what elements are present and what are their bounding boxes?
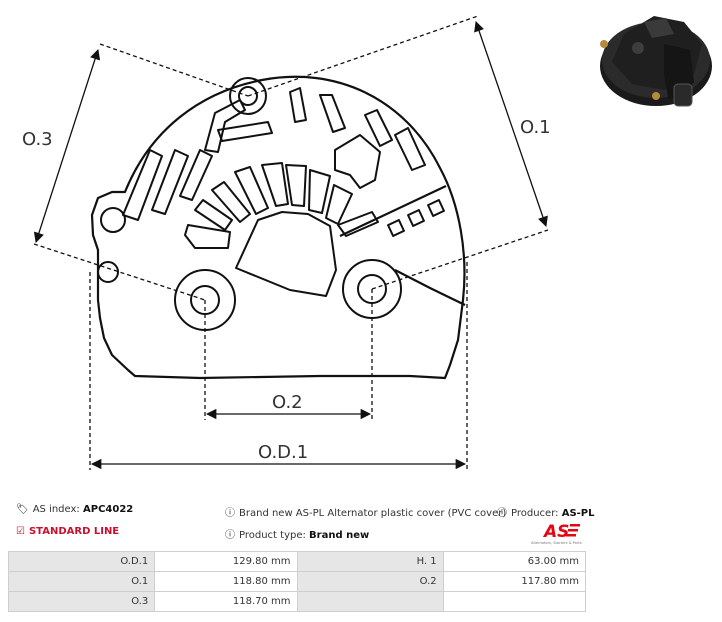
product-type: ⓘ Product type: Brand new [225, 526, 369, 541]
as-index: 🏷︎AS index: APC4022 [16, 504, 133, 515]
product-type-label: Product type: [239, 530, 306, 541]
standard-line: ☑STANDARD LINE [16, 526, 119, 537]
as-index-value: APC4022 [83, 504, 134, 515]
producer-label: Producer: [511, 508, 559, 519]
as-pl-logo: AS Alternators, Starters & Parts [531, 522, 582, 545]
dimension-o2 [204, 289, 373, 420]
dimension-od1 [89, 262, 468, 470]
dimensions-table: O.D.1 129.80 mm H. 1 63.00 mm O.1 118.80… [7, 551, 587, 612]
ventilation-slots [122, 87, 445, 297]
table-row: O.D.1 129.80 mm H. 1 63.00 mm [7, 551, 587, 572]
dim-value: 118.70 mm [154, 591, 298, 612]
left-holes [97, 207, 126, 283]
technical-drawing: O.3 O.1 O.2 O.D.1 [22, 15, 551, 470]
dimension-o3-label: O.3 [22, 129, 53, 150]
dim-label: O.D.1 [7, 551, 156, 572]
dimension-o2-label: O.2 [272, 392, 303, 413]
dim-label: O.3 [7, 591, 156, 612]
standard-line-label: STANDARD LINE [28, 526, 120, 537]
dimension-o1-label: O.1 [520, 117, 551, 138]
dimension-o3 [33, 43, 249, 301]
dimension-o1 [247, 15, 549, 290]
cover-outline [90, 75, 466, 380]
product-type-value: Brand new [309, 530, 370, 541]
logo-text: AS [542, 522, 569, 542]
table-row: O.1 118.80 mm O.2 117.80 mm [7, 571, 587, 592]
dim-label: H. 1 [296, 551, 444, 572]
dim-label: O.2 [296, 571, 444, 592]
producer-value: AS-PL [561, 508, 595, 519]
check-square-icon: ☑ [16, 526, 25, 537]
table-row: O.3 118.70 mm [7, 591, 587, 612]
dim-value: 63.00 mm [442, 551, 587, 572]
dim-value: 118.80 mm [154, 571, 298, 592]
dim-label [296, 591, 444, 612]
producer: ⓘ Producer: AS-PL [497, 504, 595, 519]
logo-tagline: Alternators, Starters & Parts [531, 541, 582, 545]
product-photo [600, 16, 712, 107]
dimension-od1-label: O.D.1 [258, 442, 308, 463]
dim-value: 117.80 mm [442, 571, 587, 592]
dim-value [442, 591, 587, 612]
info-circle-icon: ⓘ [497, 508, 507, 519]
info-circle-icon: ⓘ [225, 530, 235, 541]
dim-value: 129.80 mm [154, 551, 298, 572]
as-index-label: AS index: [32, 504, 80, 515]
description-text: Brand new AS-PL Alternator plastic cover… [239, 508, 507, 519]
dim-label: O.1 [7, 571, 156, 592]
info-circle-icon: ⓘ [225, 508, 235, 519]
tag-icon: 🏷︎ [16, 504, 29, 515]
